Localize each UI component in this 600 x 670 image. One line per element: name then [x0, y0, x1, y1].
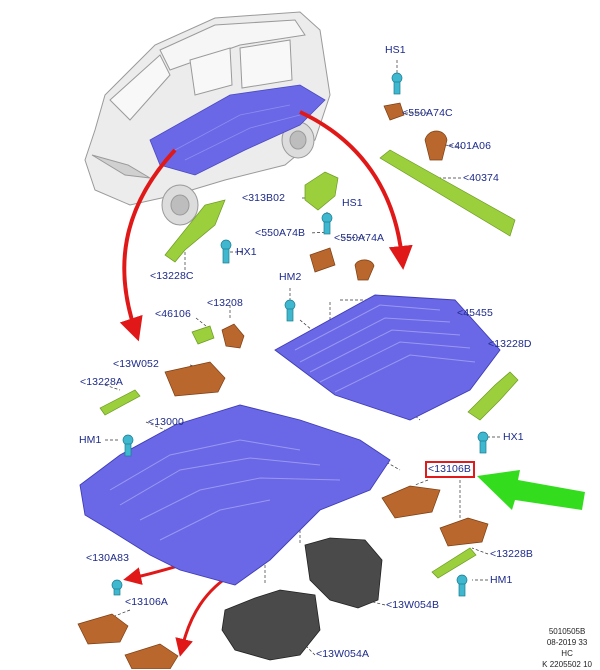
diagram-ref-number: 5010505B	[548, 627, 586, 636]
mat-13w054b	[304, 537, 383, 609]
callout-13106a[interactable]: <13106A	[125, 596, 169, 608]
callout-130a83[interactable]: <130A83	[86, 552, 130, 564]
grey-mats	[221, 537, 383, 661]
bracket-40374	[379, 149, 516, 237]
bracket-13228d	[467, 371, 519, 421]
green-arrow-icon	[477, 470, 585, 510]
clip-130a83	[111, 579, 123, 596]
part-550a74c	[383, 102, 405, 121]
callout-hs1-top[interactable]: HS1	[385, 44, 406, 56]
clip-hx1-right	[477, 431, 489, 454]
callout-13208[interactable]: <13208	[207, 297, 243, 309]
part-13106b-1	[381, 485, 441, 519]
callout-13w054b[interactable]: <13W054B	[386, 599, 440, 611]
callout-13228d[interactable]: <13228D	[488, 338, 532, 350]
part-13106b-2	[439, 517, 489, 547]
vehicle-floor-highlight	[149, 84, 326, 176]
arrow-car-to-front-floor	[119, 148, 177, 342]
part-550a74b	[309, 247, 336, 273]
clip-hx1-left	[220, 239, 232, 264]
callout-45455[interactable]: <45455	[457, 307, 493, 319]
callout-550a74a[interactable]: <550A74A	[334, 232, 385, 244]
clip-hm1-right	[456, 574, 468, 597]
bracket-46106	[191, 325, 215, 345]
callout-13w052[interactable]: <13W052	[113, 358, 159, 370]
brown-parts	[77, 102, 489, 669]
callout-hm2[interactable]: HM2	[279, 271, 302, 283]
callout-550a74c[interactable]: <550A74C	[402, 107, 453, 119]
callout-hs1-mid[interactable]: HS1	[342, 197, 363, 209]
diagram-reference-block: 5010505B 08-2019 33 HC K 2205502 10	[542, 626, 592, 670]
bracket-13228a	[99, 389, 141, 416]
callout-hm1-right[interactable]: HM1	[490, 574, 513, 586]
diagram-code: HC	[561, 649, 573, 658]
callout-hm1-left[interactable]: HM1	[79, 434, 102, 446]
clip-hs1-top	[391, 72, 403, 95]
rear-floor-panel	[274, 294, 501, 421]
callout-313b02[interactable]: <313B02	[242, 192, 286, 204]
diagram-date: 08-2019 33	[546, 638, 588, 647]
part-13106a-2	[124, 643, 179, 669]
front-floor-carpet	[79, 404, 391, 586]
diagram-id: K 2205502 10	[542, 660, 592, 669]
bracket-313b02	[304, 171, 339, 211]
callout-hx1-left[interactable]: HX1	[236, 246, 257, 258]
bracket-13228b	[431, 547, 477, 579]
part-13106a-1	[77, 613, 129, 645]
callout-highlight-box	[425, 461, 475, 478]
callout-13106b[interactable]: <13106B	[428, 463, 472, 475]
arrow-car-to-rear-floor	[299, 110, 413, 270]
clip-hm2	[284, 299, 296, 322]
green-brackets	[99, 149, 519, 579]
clip-hs1-mid	[321, 212, 333, 235]
callout-13228a[interactable]: <13228A	[80, 376, 124, 388]
clips	[111, 72, 489, 597]
bracket-13228c	[164, 199, 226, 263]
callout-13w054a[interactable]: <13W054A	[316, 648, 370, 660]
part-550a74a	[354, 259, 375, 281]
part-13208	[221, 323, 245, 349]
mat-13w054a	[221, 589, 321, 661]
callout-40374[interactable]: <40374	[463, 172, 499, 184]
callout-401a06[interactable]: <401A06	[448, 140, 492, 152]
callout-13228b[interactable]: <13228B	[490, 548, 534, 560]
callout-46106[interactable]: <46106	[155, 308, 191, 320]
callout-13228c[interactable]: <13228C	[150, 270, 194, 282]
part-13w052	[164, 361, 226, 397]
clip-hm1-left	[122, 434, 134, 457]
part-401a06	[424, 130, 448, 161]
callout-13000[interactable]: <13000	[148, 416, 184, 428]
callout-550a74b[interactable]: <550A74B	[255, 227, 306, 239]
callout-hx1-right[interactable]: HX1	[503, 431, 524, 443]
